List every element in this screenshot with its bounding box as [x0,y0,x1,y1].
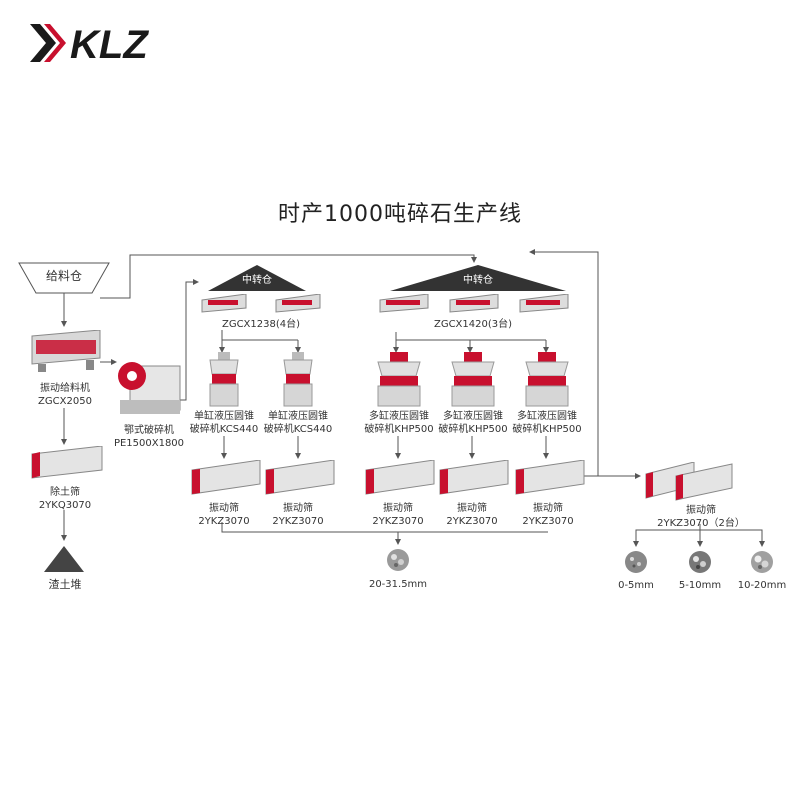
logo-text: KLZ [70,23,149,64]
khp-cone-label: 多缸液压圆锥破碎机KHP500 [438,411,508,435]
product-label: 0-5mm [618,580,654,591]
silo-right-roof-icon [390,265,566,291]
kcs-cone-label: 单缸液压圆锥破碎机KCS440 [189,411,259,435]
silo-left-roof-icon [208,265,306,291]
vibrating-screen-icon [265,460,335,495]
product-label: 10-20mm [737,580,787,591]
vibrating-screen-icon [191,460,261,495]
feeder-small-icon [201,294,247,313]
vibrating-screen-icon [365,460,435,495]
logo-chevrons-icon [30,24,66,62]
vibrating-screen-icon [515,460,585,495]
scalping-screen-icon [31,446,103,479]
khp-cone-crusher-icon [525,352,569,407]
product-label: 20-31.5mm [368,579,428,590]
kcs-cone-crusher-icon [283,352,313,407]
waste-pile-label: 渣土堆 [48,578,82,591]
feed-bin-label: 给料仓 [45,269,82,283]
silo-right-label: 中转仓 [463,275,493,286]
vibrating-screen-icon [439,460,509,495]
kcs-cone-label: 单缸液压圆锥破碎机KCS440 [263,411,333,435]
product-label: 5-10mm [678,580,722,591]
aggregate-pile-icon [625,551,647,573]
aggregate-pile-icon [751,551,773,573]
feeder-small-icon [449,294,499,313]
aggregate-pile-icon [387,549,409,571]
jaw-crusher-icon [118,362,181,414]
feeders-right-label: ZGCX1420(3台) [433,319,513,330]
khp-cone-label: 多缸液压圆锥破碎机KHP500 [512,411,582,435]
khp-cone-crusher-icon [377,352,421,407]
feeder-small-icon [519,294,569,313]
feeder-small-icon [379,294,429,313]
aggregate-pile-icon [689,551,711,573]
vibrating-feeder-icon [31,330,101,372]
khp-cone-label: 多缸液压圆锥破碎机KHP500 [364,411,434,435]
feed-bin-icon [18,262,110,294]
diagram-title: 时产1000吨碎石生产线 [278,202,522,227]
feeders-left-label: ZGCX1238(4台) [221,319,301,330]
kcs-cone-crusher-icon [209,352,239,407]
feeder-small-icon [275,294,321,313]
final-screen-icon [645,462,733,501]
khp-cone-crusher-icon [451,352,495,407]
silo-left-label: 中转仓 [242,275,272,286]
klz-logo: KLZ [30,23,149,64]
waste-pile-icon [44,546,84,572]
